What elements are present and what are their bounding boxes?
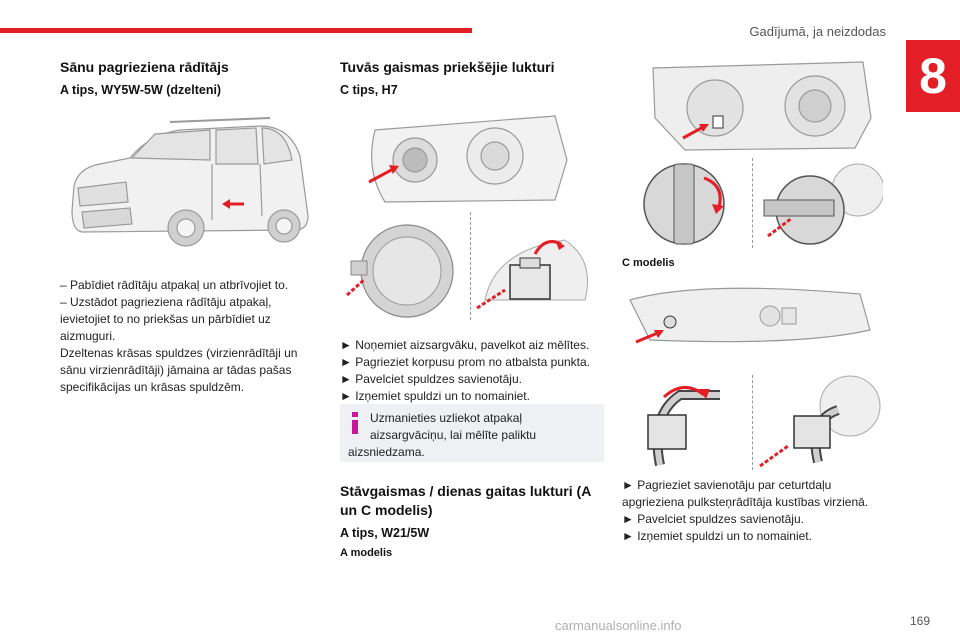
page-number: 169 (909, 614, 930, 628)
figure-divider (752, 375, 753, 470)
info-icon (352, 412, 358, 434)
connector-pull-figure (763, 163, 883, 245)
c-model-steps: ► Pagrieziet savienotāju par ceturtdaļu … (622, 477, 868, 545)
watermark: carmanualsonline.info (555, 618, 682, 633)
low-beam-subheading: C tips, H7 (340, 83, 398, 97)
note-text: Uzmanieties uzliekot atpakaļ aizsargvāci… (348, 410, 536, 461)
header-accent-bar (0, 28, 472, 33)
step-item: ► Pavelciet spuldzes savienotāju. (340, 372, 522, 386)
text-line: – Uzstādot pagrieziena rādītāju atpakaļ, (60, 295, 272, 309)
text-line: ievietojiet to no priekšas un pārbīdiet … (60, 312, 271, 326)
van-side-indicator-figure (71, 117, 309, 247)
chapter-number-badge: 8 (906, 40, 960, 112)
text-line: Dzeltenas krāsas spuldzes (virzienrādītā… (60, 346, 298, 360)
note-box: Uzmanieties uzliekot atpakaļ aizsargvāci… (340, 404, 604, 462)
text-line: – Pabīdiet rādītāju atpakaļ un atbrīvoji… (60, 278, 289, 292)
note-line: aizsniedzama. (348, 445, 425, 459)
low-beam-steps: ► Noņemiet aizsargvāku, pavelkot aiz mēl… (340, 337, 590, 405)
text-line: specifikācijas un krāsas spuldzēm. (60, 380, 245, 394)
protective-cap-figure (346, 224, 454, 318)
connector-quarter-turn-figure (647, 386, 720, 466)
side-indicator-subheading: A tips, WY5W-5W (dzelteni) (60, 83, 222, 97)
step-item: ► Pagrieziet savienotāju par ceturtdaļu (622, 478, 832, 492)
heading-line: Stāvgaismas / dienas gaitas lukturi (A (340, 483, 592, 499)
connector-rotate-figure (643, 163, 725, 245)
note-line: Uzmanieties uzliekot atpakaļ (370, 411, 523, 425)
headlamp-c-model-figure (629, 287, 871, 344)
figure-divider (752, 158, 753, 248)
heading-line: un C modelis) (340, 502, 433, 518)
side-indicator-heading: Sānu pagrieziena rādītājs (60, 59, 229, 75)
step-item: ► Izņemiet spuldzi un to nomainiet. (622, 529, 812, 543)
headlamp-rear-figure (652, 61, 872, 151)
figure-divider (470, 212, 471, 320)
low-beam-heading: Tuvās gaismas priekšējie lukturi (340, 59, 555, 75)
bulb-connector-figure (476, 239, 588, 310)
text-line: sānu virzienrādītāji) jāmaina ar tādas p… (60, 363, 292, 377)
headlamp-low-beam-figure (368, 115, 568, 203)
chapter-title: Gadījumā, ja neizdodas (749, 24, 886, 39)
connector-disconnect-figure (759, 375, 881, 468)
model-a-label: A modelis (340, 547, 393, 559)
side-indicator-instructions: – Pabīdiet rādītāju atpakaļ un atbrīvoji… (60, 277, 297, 396)
step-item: ► Pagrieziet korpusu prom no atbalsta pu… (340, 355, 591, 369)
text-line: aizmuguri. (60, 329, 116, 343)
step-item: apgrieziena pulksteņrādītāja kustības vi… (622, 495, 869, 509)
note-line: aizsargvāciņu, lai mēlīte paliktu (370, 428, 537, 442)
model-c-label: C modelis (622, 257, 675, 269)
step-item: ► Noņemiet aizsargvāku, pavelkot aiz mēl… (340, 338, 590, 352)
position-lamp-subheading: A tips, W21/5W (340, 526, 430, 540)
step-item: ► Izņemiet spuldzi un to nomainiet. (340, 389, 530, 403)
step-item: ► Pavelciet spuldzes savienotāju. (622, 512, 804, 526)
position-lamp-heading: Stāvgaismas / dienas gaitas lukturi (A u… (340, 482, 591, 520)
